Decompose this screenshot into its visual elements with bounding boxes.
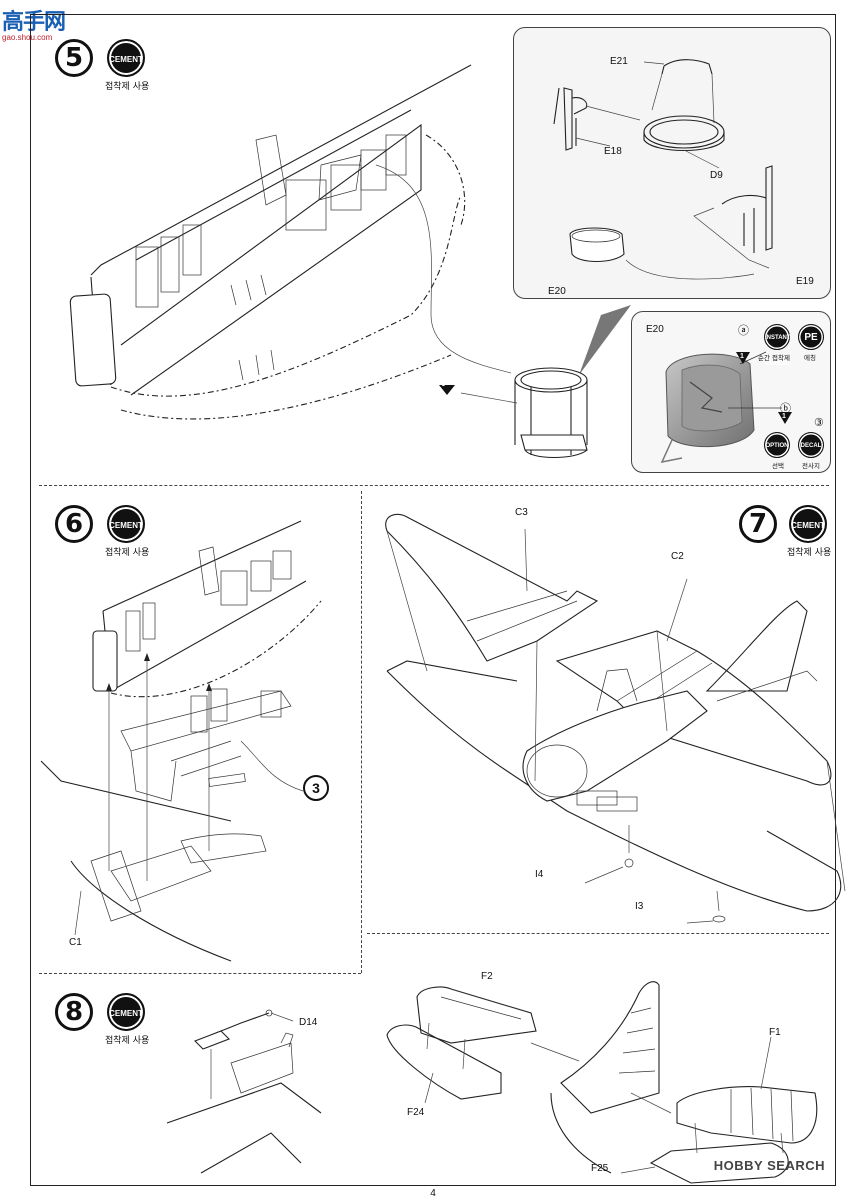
page-number: 4: [430, 1188, 436, 1199]
step-7-number: 7: [739, 505, 777, 543]
cement-caption: 접착제 사용: [787, 548, 832, 558]
step-5-number: 5: [55, 39, 93, 77]
callout-parts-drawing: [553, 59, 773, 280]
divider-step7-8: [367, 933, 829, 934]
part-c2: C2: [671, 551, 684, 562]
detail-photo-box: E20 ⓐ 1 ⓑ 1 ③ INSTANT CEMENT 순간 접착제 PE 에…: [631, 311, 831, 473]
part-f1: F1: [769, 1027, 781, 1038]
instruction-page: 5 CEMENT 접착제 사용: [30, 14, 846, 1186]
option-caption: 선택: [772, 462, 784, 470]
cement-icon: CEMENT: [789, 505, 827, 543]
part-f24: F24: [407, 1107, 425, 1118]
pe-icon: PE: [798, 324, 824, 350]
step6-fuselage-drawing: [40, 520, 322, 962]
step-6-number: 6: [55, 505, 93, 543]
part-e20: E20: [548, 286, 566, 297]
cement-icon: CEMENT: [107, 505, 145, 543]
watermark-url: gao.shou.com: [2, 33, 53, 42]
step-8-number: 8: [55, 993, 93, 1031]
part-c3: C3: [515, 507, 528, 518]
step8-drawing: [166, 981, 818, 1184]
part-d14: D14: [299, 1017, 318, 1028]
part-c1: C1: [69, 937, 82, 948]
step5-fuselage-drawing: [69, 64, 631, 458]
divider-step6-7: [361, 491, 362, 973]
part-e21: E21: [610, 56, 628, 67]
arrow-num-b: 1: [782, 413, 786, 420]
part-e19: E19: [796, 276, 814, 287]
option-icon: OPTION: [764, 432, 790, 458]
part-f2: F2: [481, 971, 493, 982]
cement-caption: 접착제 사용: [105, 1036, 150, 1046]
callout-box: E21 E18 D9 E20 E19: [513, 27, 831, 299]
decal-caption: 전사지: [802, 462, 820, 470]
step-ref-6: 6: [441, 379, 446, 388]
cement-caption: 접착제 사용: [105, 82, 150, 92]
watermark-hobbysearch: HOBBY SEARCH: [713, 1158, 825, 1173]
part-d9: D9: [710, 170, 723, 181]
pe-caption: 에칭: [804, 354, 816, 362]
arrow-num-a: 1: [740, 353, 744, 360]
cement-icon: CEMENT: [107, 993, 145, 1031]
part-f25: F25: [591, 1163, 609, 1174]
part-i3: I3: [635, 901, 644, 912]
instant-cement-icon: INSTANT CEMENT: [764, 324, 791, 367]
detail-seat-photo: [660, 351, 792, 464]
cement-icon: CEMENT: [107, 39, 145, 77]
instant-cement-caption: 순간 접착제: [758, 354, 790, 362]
step7-wing-drawing: [385, 513, 846, 924]
marker-a: ⓐ: [738, 325, 749, 337]
decal-icon: DECAL: [798, 432, 824, 458]
divider-step5: [39, 485, 829, 486]
marker-3: ③: [814, 417, 824, 429]
cement-caption: 접착제 사용: [105, 548, 150, 558]
part-e18: E18: [604, 146, 622, 157]
sub-assembly-ref-3: 3: [303, 775, 329, 801]
part-i4: I4: [535, 869, 544, 880]
divider-step6-8: [39, 973, 361, 974]
detail-part-e20: E20: [646, 324, 664, 335]
marker-b: ⓑ: [780, 403, 791, 415]
